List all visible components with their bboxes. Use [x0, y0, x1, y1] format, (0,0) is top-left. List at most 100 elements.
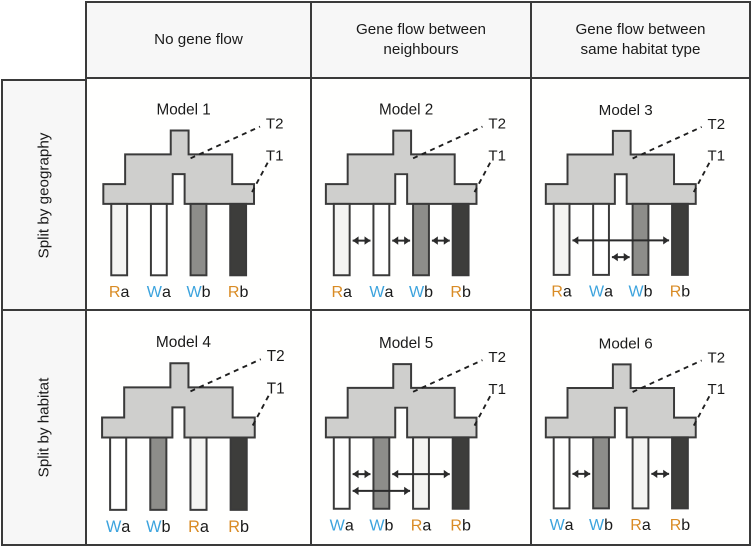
model-3-title: Model 3	[599, 102, 653, 119]
model-1-ancestral-lineage	[102, 129, 256, 205]
model-4-tip-Rb	[229, 436, 248, 511]
model-2-population-label-Wb: Wb	[409, 283, 433, 301]
t1-label: T1	[488, 147, 506, 164]
row-header-split-by-habitat: Split by habitat	[1, 311, 85, 546]
model-1-tip-Wb	[189, 202, 208, 277]
population-bar-Wb	[372, 436, 391, 510]
column-header-same-habitat: Gene flow between same habitat type	[530, 1, 751, 79]
model-4-tip-Wa	[109, 436, 128, 511]
model-5-title: Model 5	[379, 335, 433, 352]
arrow-head-left	[352, 236, 359, 245]
model-6-time-marker-T1: T1	[692, 381, 726, 426]
model-1-population-label-Wb: Wb	[186, 283, 210, 301]
arrow-head-right	[404, 236, 411, 245]
model-5-time-marker-T1: T1	[473, 381, 506, 426]
model-1-population-label-Wa: Wa	[147, 283, 171, 301]
header-line-2: same habitat type	[580, 41, 701, 58]
model-1-title: Model 1	[156, 102, 210, 119]
t1-label: T1	[266, 147, 284, 164]
model-2-title: Model 2	[379, 102, 433, 119]
population-bar-Wb	[412, 202, 430, 277]
model-1-population-label-Rb: Rb	[228, 283, 249, 301]
model-6-population-label-Rb: Rb	[670, 517, 691, 534]
model-2-population-label-Rb: Rb	[450, 283, 471, 301]
model-3-population-label-Wb: Wb	[629, 284, 653, 301]
arrow-head-right	[663, 469, 670, 479]
model-5-population-label-Ra: Ra	[411, 517, 432, 535]
column-header-label: Gene flow between neighbours	[356, 20, 486, 60]
model-3-migration-arrow-Wa-Wb	[611, 252, 630, 262]
population-bar-Ra	[189, 436, 208, 511]
model-6-ancestral-lineage	[544, 363, 697, 439]
model-6-migration-arrow-Ra-Rb	[651, 469, 670, 479]
model-3-time-marker-T2: T2	[632, 116, 726, 160]
model-4-tip-Ra	[189, 436, 208, 511]
t1-label: T1	[488, 381, 506, 398]
model-5-population-label-Wa: Wa	[330, 517, 354, 535]
arrow-head-left	[572, 469, 579, 479]
model-6-migration-arrow-Wa-Wb	[572, 469, 591, 479]
model-5-population-label-Rb: Rb	[450, 517, 471, 535]
arrow-head-right	[663, 236, 670, 245]
model-4-tip-Wb	[149, 436, 168, 511]
population-bar-Ra	[552, 202, 571, 276]
model-6-time-marker-T2: T2	[632, 349, 726, 393]
model-5-tip-Rb	[451, 436, 470, 510]
model-3-migration-arrow-Ra-Rb	[572, 236, 670, 245]
population-bar-Ra	[332, 202, 351, 277]
t2-leader-line	[190, 358, 262, 393]
model-6-population-label-Wa: Wa	[550, 517, 574, 534]
population-bar-Rb	[451, 202, 470, 277]
population-bar-Wa	[332, 436, 351, 510]
arrow-head-right	[364, 469, 371, 479]
header-line-1: Gene flow between	[575, 20, 706, 38]
model-3-population-label-Ra: Ra	[551, 284, 572, 301]
model-2-tip-Ra	[332, 202, 351, 277]
column-header-no-gene-flow: No gene flow	[85, 1, 310, 79]
model-2-population-label-Ra: Ra	[331, 283, 352, 301]
header-line-2: neighbours	[383, 41, 459, 58]
arrow-head-left	[611, 252, 618, 262]
t2-label: T2	[708, 116, 726, 133]
model-3-time-marker-T1: T1	[692, 147, 726, 193]
model-6-tip-Ra	[631, 436, 650, 510]
t1-label: T1	[708, 381, 726, 398]
t1-label: T1	[708, 147, 726, 164]
model-4-time-marker-T1: T1	[251, 380, 285, 426]
arrow-head-right	[443, 469, 450, 479]
t2-label: T2	[708, 349, 726, 366]
model-1-time-marker-T2: T2	[190, 116, 284, 160]
column-header-neighbours: Gene flow between neighbours	[310, 1, 530, 79]
model-6-population-label-Wb: Wb	[589, 517, 613, 534]
population-bar-Rb	[451, 436, 470, 510]
arrow-head-left	[431, 236, 438, 245]
model-4-time-marker-T2: T2	[190, 348, 285, 393]
t2-label: T2	[267, 348, 285, 365]
model-2-migration-arrow-Wa-Wb	[392, 236, 411, 245]
model-2-ancestral-lineage	[324, 129, 478, 205]
model-1-tip-Wa	[149, 202, 168, 277]
model-2-migration-arrow-Wb-Rb	[431, 236, 450, 245]
column-header-label: Gene flow between same habitat type	[575, 20, 705, 60]
population-bar-Wa	[149, 202, 168, 277]
t2-label: T2	[266, 116, 284, 133]
model-5-time-marker-T2: T2	[412, 349, 506, 393]
model-6-title: Model 6	[599, 336, 653, 353]
model-5-population-label-Wb: Wb	[369, 517, 393, 535]
column-header-label: No gene flow	[154, 30, 243, 48]
model-5-migration-arrow-Wa-Wb	[352, 469, 371, 479]
model-5-migration-arrow-Wa-Ra	[352, 486, 411, 496]
model-6-tip-Wb	[592, 436, 610, 510]
model-6-population-label-Ra: Ra	[630, 517, 651, 534]
